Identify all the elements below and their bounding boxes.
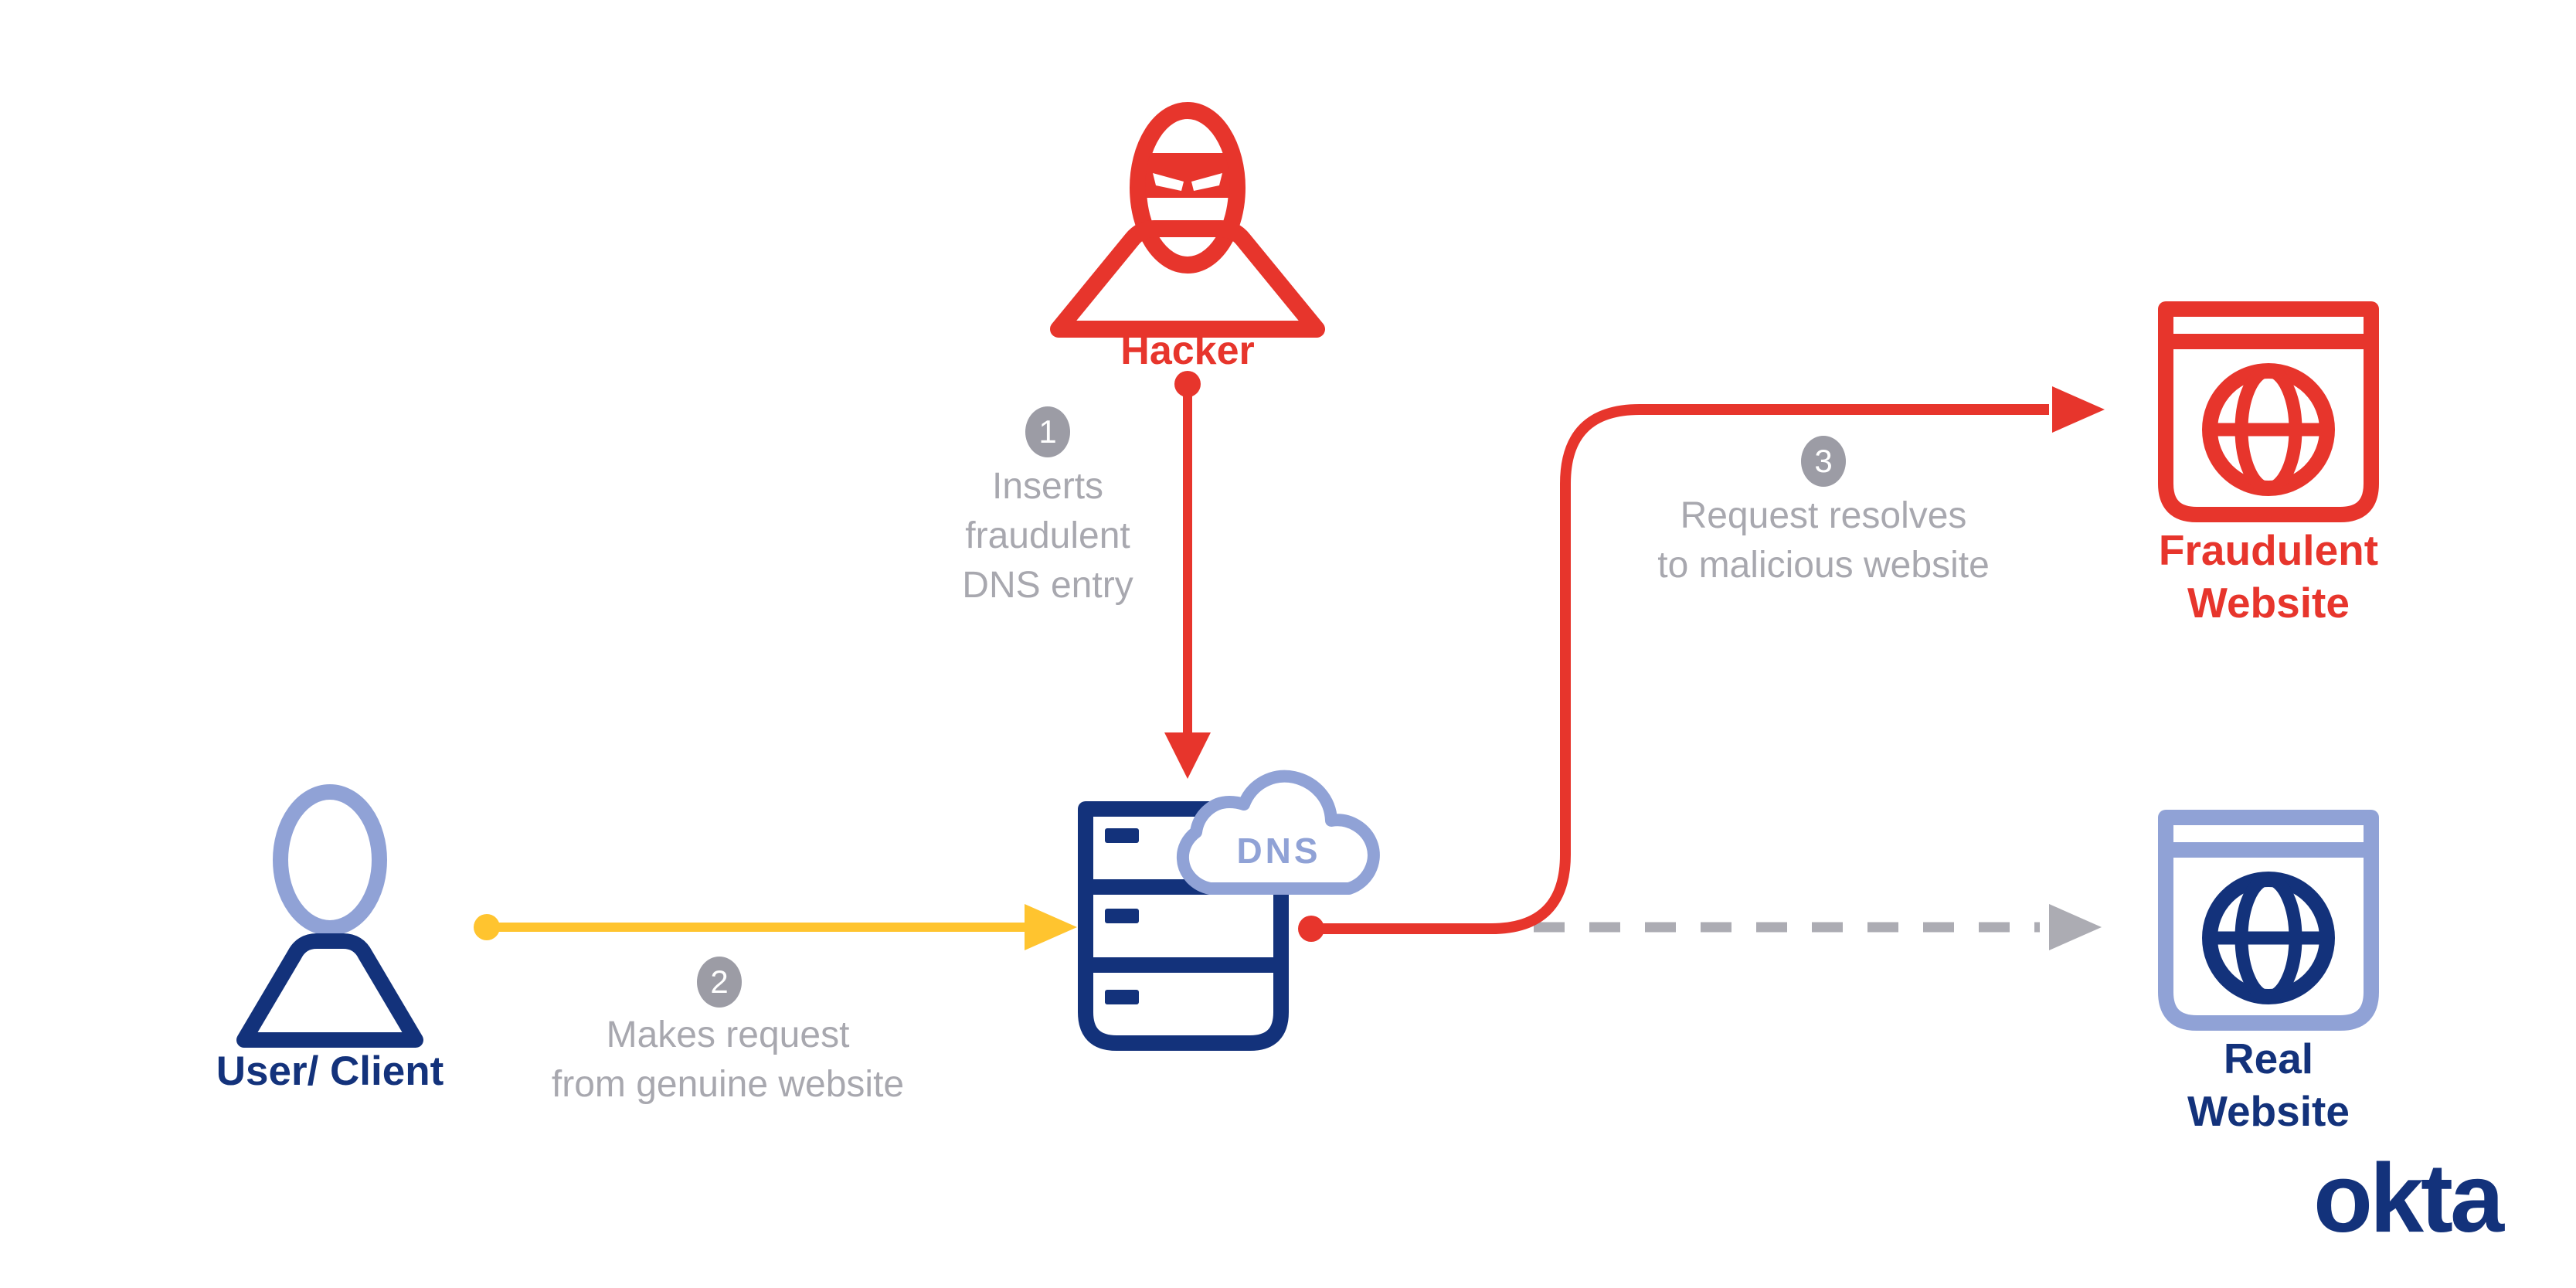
step3-resolve-arrow bbox=[1298, 386, 2105, 942]
user-head bbox=[273, 784, 387, 936]
step3-caption: Request resolves to malicious website bbox=[1657, 495, 1990, 586]
real-site-dashed-arrow bbox=[1534, 904, 2102, 950]
hacker-label: Hacker bbox=[1120, 328, 1255, 373]
arrowhead-right-gray bbox=[2049, 904, 2102, 950]
arrow-origin-dot bbox=[1298, 916, 1324, 942]
real-website-label: Real Website bbox=[2187, 1035, 2350, 1135]
arrow-curve bbox=[1321, 404, 2049, 934]
arrowhead-down-red bbox=[1164, 732, 1211, 779]
fraudulent-website-icon bbox=[2158, 301, 2379, 522]
user-icon bbox=[236, 784, 423, 1048]
step3-number: 3 bbox=[1814, 443, 1833, 479]
step1-insert-arrow bbox=[1164, 371, 1211, 779]
step2-number: 2 bbox=[710, 963, 729, 1000]
step2-caption: Makes request from genuine website bbox=[551, 1014, 905, 1105]
step3-badge: 3 bbox=[1801, 436, 1846, 487]
arrow-origin-dot bbox=[1174, 371, 1201, 397]
real-website-icon bbox=[2158, 810, 2379, 1031]
arrowhead-right-red bbox=[2052, 386, 2105, 433]
arrow-origin-dot bbox=[474, 914, 500, 940]
step2-badge: 2 bbox=[697, 957, 742, 1008]
server-slot-dash bbox=[1105, 828, 1139, 843]
dns-cloud-label: DNS bbox=[1236, 831, 1321, 871]
step2-request-arrow bbox=[474, 904, 1077, 950]
okta-logo: okta bbox=[2313, 1144, 2504, 1252]
hacker-eye-left bbox=[1153, 173, 1184, 191]
step1-number: 1 bbox=[1038, 413, 1057, 450]
hacker-eye-right bbox=[1191, 173, 1222, 191]
step1-badge: 1 bbox=[1025, 406, 1070, 457]
server-slot-dash bbox=[1105, 990, 1139, 1004]
hacker-body bbox=[1050, 220, 1325, 338]
fraudulent-website-label: Fraudulent Website bbox=[2158, 526, 2379, 627]
cloud-outline bbox=[1176, 770, 1380, 895]
hacker-mask bbox=[1145, 153, 1230, 198]
arrowhead-right-yellow bbox=[1025, 904, 1077, 950]
server-slot-dash bbox=[1105, 909, 1139, 923]
user-client-label: User/ Client bbox=[216, 1048, 444, 1094]
user-body bbox=[236, 933, 423, 1048]
dns-cloud-icon bbox=[1176, 770, 1380, 895]
hacker-head bbox=[1130, 102, 1246, 274]
step1-caption: Inserts fraudulent DNS entry bbox=[962, 466, 1133, 606]
hacker-icon bbox=[1050, 102, 1325, 338]
